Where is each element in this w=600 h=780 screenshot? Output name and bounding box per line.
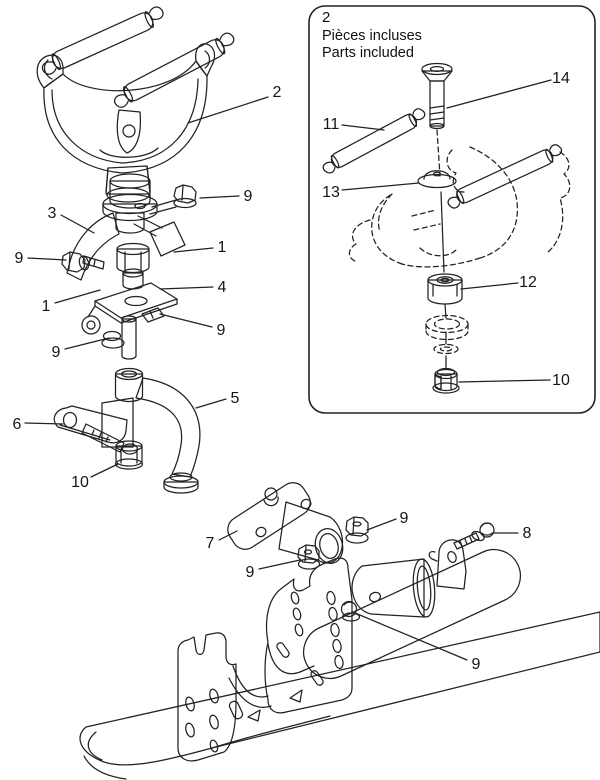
- callout-leader-21-part-10: [458, 379, 551, 383]
- callout-leader-9-part-5: [195, 398, 227, 409]
- callout-leader-19-part-13: [341, 182, 420, 191]
- spring-main-front: [113, 32, 235, 108]
- callout-label-21-part-10: 10: [552, 372, 570, 389]
- bushing-12: [427, 273, 463, 305]
- callout-leader-10-part-6: [24, 422, 64, 425]
- callout-leader-4-part-9: [27, 257, 67, 261]
- callout-leader-8-part-9: [64, 337, 110, 350]
- callout-leader-0-part-2: [187, 96, 269, 124]
- nut-10-main: [114, 440, 144, 470]
- callout-label-5-part-4: 4: [218, 279, 227, 296]
- flange-nut-9-upper: [345, 516, 369, 544]
- callout-leader-2-part-3: [60, 214, 95, 234]
- flat-washer-ghost: [433, 343, 459, 355]
- damper-block-7: [227, 482, 344, 564]
- callout-leader-7-part-9: [159, 313, 213, 328]
- callout-label-1-part-9: 9: [244, 188, 253, 205]
- inset-title-fr: Pièces incluses: [322, 28, 422, 44]
- callout-label-9-part-5: 5: [231, 390, 240, 407]
- callout-label-13-part-9: 9: [400, 510, 409, 527]
- callout-leader-3-part-1: [173, 247, 214, 253]
- flange-nut-9-lower: [297, 544, 321, 570]
- callout-leader-13-part-9: [366, 518, 397, 531]
- saddle-part-2: [36, 43, 216, 203]
- ghost-saddle: [348, 146, 571, 268]
- damper-cylinder: [351, 558, 436, 618]
- callout-label-14-part-8: 8: [523, 525, 532, 542]
- ski-handle-5: [101, 367, 201, 494]
- callout-label-10-part-6: 6: [13, 416, 22, 433]
- callout-label-6-part-1: 1: [42, 298, 51, 315]
- callout-label-3-part-1: 1: [218, 239, 227, 256]
- inset-parts-box: 2 Pièces incluses Parts included: [308, 5, 596, 414]
- callout-label-0-part-2: 2: [273, 84, 282, 101]
- inset-number: 2: [322, 9, 330, 26]
- bolt-8: [453, 522, 495, 550]
- callout-label-4-part-9: 9: [15, 250, 24, 267]
- handle-bracket-6: [53, 405, 128, 444]
- ski-spindle-bracket: [177, 557, 353, 762]
- shoulder-bolt-9: [340, 600, 361, 622]
- callout-label-18-part-11: 11: [323, 116, 340, 133]
- callout-leader-6-part-1: [54, 289, 101, 304]
- nut-10-inset: [432, 367, 460, 394]
- ski-damper-tube: [302, 548, 522, 680]
- callout-label-11-part-10: 10: [71, 474, 89, 491]
- callout-leader-18-part-11: [341, 124, 385, 131]
- screw-14: [421, 62, 453, 130]
- callout-label-15-part-9: 9: [246, 564, 255, 581]
- spring-11b: [447, 144, 563, 209]
- inset-title-en: Parts included: [322, 45, 414, 61]
- callout-label-20-part-12: 12: [519, 274, 537, 291]
- callout-leader-11-part-10: [90, 463, 119, 478]
- callout-label-19-part-13: 13: [322, 184, 340, 201]
- callout-label-17-part-14: 14: [552, 70, 570, 87]
- callout-leader-20-part-12: [460, 282, 519, 290]
- lock-washer-ghost: [425, 314, 469, 341]
- callout-leader-16-part-9: [354, 612, 468, 661]
- cup-washer-13: [417, 170, 457, 189]
- callout-label-16-part-9: 9: [472, 656, 481, 673]
- mount-tab: [428, 539, 467, 590]
- callout-leader-5-part-4: [159, 286, 214, 290]
- callout-label-7-part-9: 9: [217, 322, 226, 339]
- spring-main-rear: [41, 6, 164, 75]
- callout-label-12-part-7: 7: [206, 535, 215, 552]
- handle-bolt: [81, 423, 125, 453]
- callout-leader-17-part-14: [446, 79, 552, 109]
- callout-leader-1-part-9: [199, 195, 240, 199]
- callout-leader-12-part-7: [218, 530, 238, 541]
- ski: [79, 611, 600, 780]
- callout-label-2-part-3: 3: [48, 205, 57, 222]
- spring-11: [322, 108, 426, 174]
- callout-label-8-part-9: 9: [52, 344, 61, 361]
- callout-leader-15-part-9: [258, 559, 301, 570]
- callout-layer: 2 9 3 1 9 4 1 9 9 5 6 10 7 9 8 9 9 14 11 13 12 10: [13, 70, 570, 673]
